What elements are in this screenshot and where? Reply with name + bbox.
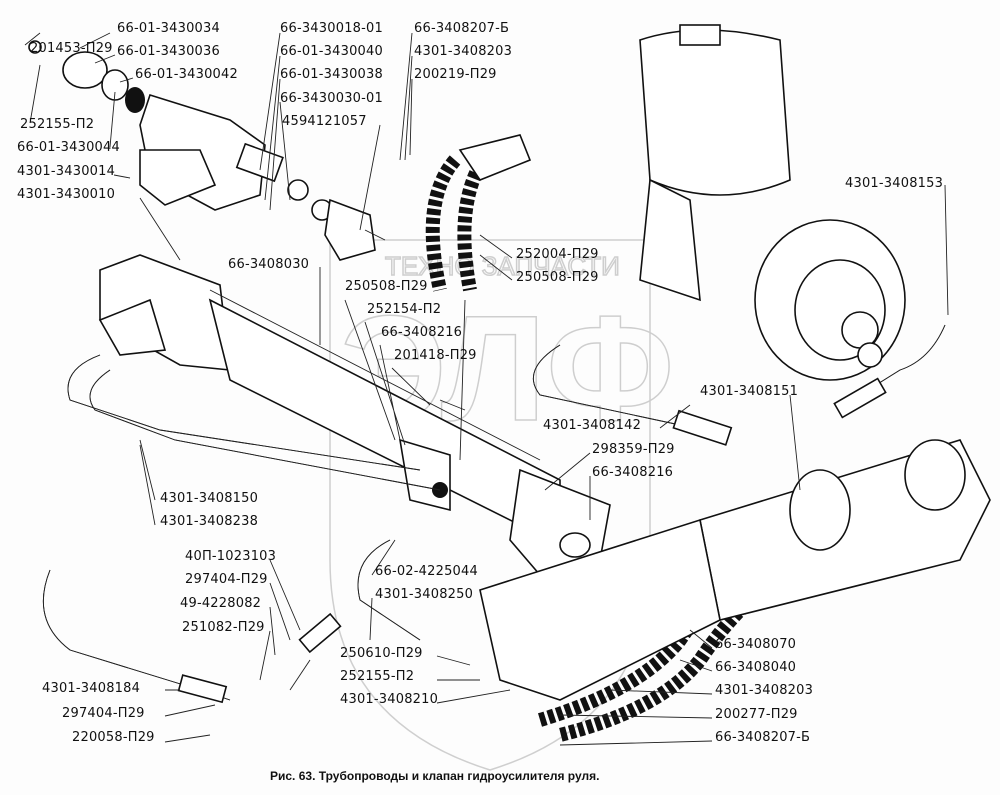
part-label: 4301-3408210 <box>340 692 438 707</box>
watermark-text: ТЕХНО ЗАПЧАСТИ <box>385 251 620 281</box>
part-label: 4301-3430014 <box>17 164 115 179</box>
part-label: 251082-П29 <box>182 620 265 635</box>
part-label: 66-3408216 <box>381 325 462 340</box>
figure-caption: Рис. 63. Трубопроводы и клапан гидроусил… <box>270 769 599 783</box>
power-cylinder <box>479 439 991 701</box>
part-label: 66-02-4225044 <box>375 564 478 579</box>
part-label: 252154-П2 <box>367 302 441 317</box>
part-label: 66-3408030 <box>228 257 309 272</box>
part-label: 66-3430030-01 <box>280 91 383 106</box>
leader-lines <box>24 32 949 746</box>
part-label: 66-3408216 <box>592 465 673 480</box>
part-label: 252155-П2 <box>340 669 414 684</box>
part-label: 4301-3408238 <box>160 514 258 529</box>
part-label: 250610-П29 <box>340 646 423 661</box>
part-label: 4301-3408203 <box>414 44 512 59</box>
part-label: 252155-П2 <box>20 117 94 132</box>
part-label: 200277-П29 <box>715 707 798 722</box>
part-label: 66-01-3430034 <box>117 21 220 36</box>
part-label: 66-3430018-01 <box>280 21 383 36</box>
steering-valve <box>28 40 386 261</box>
part-label: 297404-П29 <box>185 572 268 587</box>
part-label: 66-3408207-Б <box>715 730 810 745</box>
part-label: 66-3408207-Б <box>414 21 509 36</box>
part-label: 4301-3408250 <box>375 587 473 602</box>
part-label: 4301-3408151 <box>700 384 798 399</box>
part-label: 4301-3430010 <box>17 187 115 202</box>
part-label: 66-01-3430036 <box>117 44 220 59</box>
pump-reservoir <box>639 24 906 381</box>
part-label: 40П-1023103 <box>185 549 276 564</box>
part-label: 4301-3408150 <box>160 491 258 506</box>
part-label: 252004-П29 <box>516 247 599 262</box>
part-label: 201453-П29 <box>30 41 113 56</box>
part-label: 49-4228082 <box>180 596 261 611</box>
part-label: 4594121057 <box>282 114 367 129</box>
part-label: 66-3408070 <box>715 637 796 652</box>
part-label: 66-01-3430038 <box>280 67 383 82</box>
part-label: 297404-П29 <box>62 706 145 721</box>
part-label: 200219-П29 <box>414 67 497 82</box>
part-label: 201418-П29 <box>394 348 477 363</box>
part-labels: 201453-П29 66-01-3430034 66-01-3430036 6… <box>17 21 943 745</box>
part-label: 4301-3408184 <box>42 681 140 696</box>
part-label: 66-01-3430040 <box>280 44 383 59</box>
part-label: 250508-П29 <box>345 279 428 294</box>
part-label: 66-01-3430042 <box>135 67 238 82</box>
part-label: 66-3408040 <box>715 660 796 675</box>
part-label: 220058-П29 <box>72 730 155 745</box>
part-label: 4301-3408153 <box>845 176 943 191</box>
part-label: 4301-3408203 <box>715 683 813 698</box>
part-label: 66-01-3430044 <box>17 140 120 155</box>
pipes <box>42 324 946 704</box>
part-label: 4301-3408142 <box>543 418 641 433</box>
part-label: 298359-П29 <box>592 442 675 457</box>
part-label: 250508-П29 <box>516 270 599 285</box>
